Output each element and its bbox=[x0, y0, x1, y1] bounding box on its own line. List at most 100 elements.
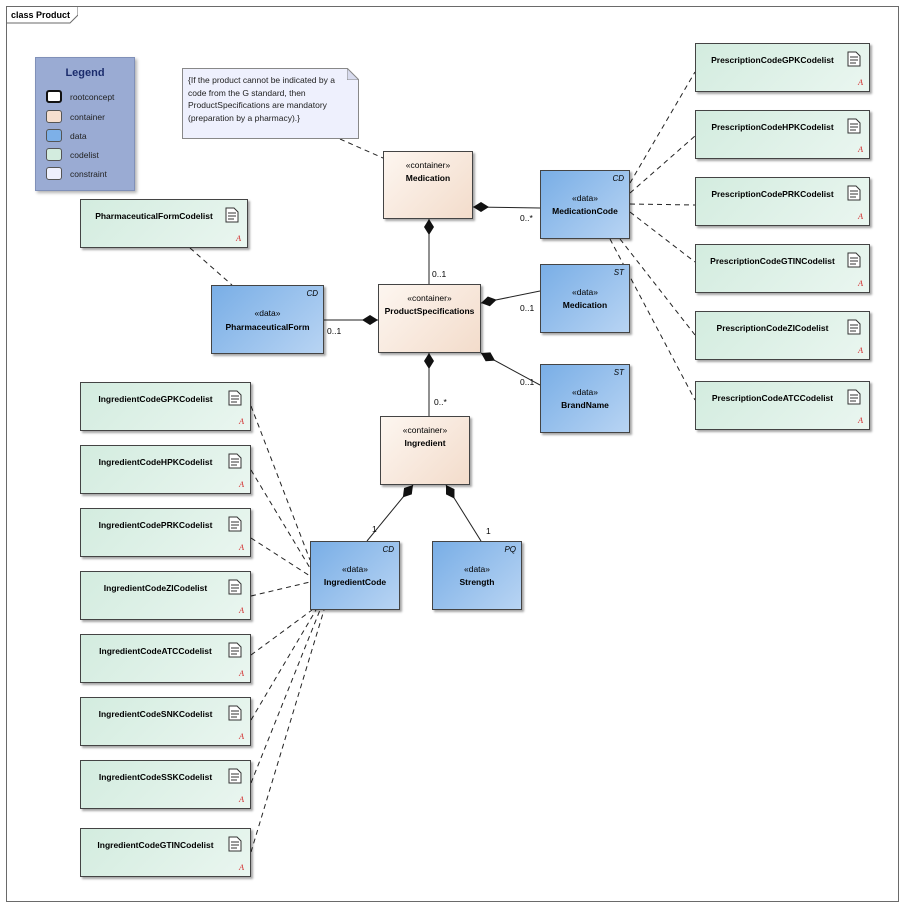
frame-tab bbox=[6, 6, 78, 24]
document-icon bbox=[225, 207, 239, 223]
document-icon bbox=[228, 836, 242, 852]
attribute-icon: A bbox=[858, 279, 863, 288]
document-icon bbox=[228, 642, 242, 658]
composition-diamond bbox=[473, 202, 489, 212]
codelist-name: IngredientCodeATCCodelist bbox=[99, 646, 212, 656]
datatype-label: PQ bbox=[504, 545, 516, 554]
codelist-name: PrescriptionCodeGTINCodelist bbox=[710, 256, 835, 266]
composition-diamond bbox=[424, 353, 434, 369]
class-name: Strength bbox=[459, 577, 495, 587]
stereotype-label: «container» bbox=[402, 425, 448, 435]
ingredient-codelist[interactable]: IngredientCodeZICodelist A bbox=[80, 571, 251, 620]
document-icon bbox=[847, 389, 861, 405]
composition-diamond bbox=[362, 315, 378, 325]
pharmaceutical-form-codelist[interactable]: PharmaceuticalFormCodelist A bbox=[80, 199, 248, 248]
ingredient-codelist[interactable]: IngredientCodePRKCodelist A bbox=[80, 508, 251, 557]
legend-swatch bbox=[46, 148, 62, 161]
stereotype-label: «data» bbox=[572, 387, 598, 397]
document-icon bbox=[228, 516, 242, 532]
product-specifications-container[interactable]: «container» ProductSpecifications bbox=[378, 284, 481, 353]
multiplicity-label: 1 bbox=[372, 524, 377, 534]
ingredient-container[interactable]: «container» Ingredient bbox=[380, 416, 470, 485]
frame-label: class Product bbox=[11, 10, 71, 20]
medication-code-data[interactable]: CD «data» MedicationCode bbox=[540, 170, 630, 239]
document-icon bbox=[847, 252, 861, 268]
attribute-icon: A bbox=[239, 417, 244, 426]
ingredient-codelist[interactable]: IngredientCodeGTINCodelist A bbox=[80, 828, 251, 877]
strength-data[interactable]: PQ «data» Strength bbox=[432, 541, 522, 610]
prescription-codelist[interactable]: PrescriptionCodeHPKCodelist A bbox=[695, 110, 870, 159]
stereotype-label: «data» bbox=[342, 564, 368, 574]
prescription-codelist[interactable]: PrescriptionCodeGPKCodelist A bbox=[695, 43, 870, 92]
legend-label: codelist bbox=[70, 150, 99, 160]
ingredient-codelist[interactable]: IngredientCodeHPKCodelist A bbox=[80, 445, 251, 494]
legend-label: container bbox=[70, 112, 105, 122]
attribute-icon: A bbox=[239, 543, 244, 552]
brand-name-data[interactable]: ST «data» BrandName bbox=[540, 364, 630, 433]
document-icon bbox=[228, 579, 242, 595]
ingredient-codelist[interactable]: IngredientCodeGPKCodelist A bbox=[80, 382, 251, 431]
composition-diamond bbox=[446, 485, 455, 499]
composition-diamond bbox=[424, 219, 434, 235]
codelist-dependency-line bbox=[250, 609, 325, 853]
ingredient-codelist[interactable]: IngredientCodeSNKCodelist A bbox=[80, 697, 251, 746]
class-name: Medication bbox=[562, 300, 608, 310]
stereotype-label: «data» bbox=[572, 287, 598, 297]
legend-label: constraint bbox=[70, 169, 107, 179]
datatype-label: ST bbox=[613, 268, 624, 277]
codelist-dependency-line bbox=[250, 609, 317, 721]
medication-data[interactable]: ST «data» Medication bbox=[540, 264, 630, 333]
constraint-note[interactable]: {If the product cannot be indicated by a… bbox=[182, 68, 359, 139]
composition-diamond bbox=[481, 296, 497, 307]
ingredient-codelist[interactable]: IngredientCodeATCCodelist A bbox=[80, 634, 251, 683]
attribute-icon: A bbox=[236, 234, 241, 243]
multiplicity-label: 0..1 bbox=[520, 303, 535, 313]
legend-label: data bbox=[70, 131, 87, 141]
multiplicity-label: 0..1 bbox=[327, 326, 342, 336]
attribute-icon: A bbox=[239, 795, 244, 804]
class-name: MedicationCode bbox=[552, 206, 618, 216]
codelist-dependency-line bbox=[250, 609, 321, 784]
document-icon bbox=[847, 185, 861, 201]
codelist-name: IngredientCodeGTINCodelist bbox=[97, 840, 214, 850]
codelist-dependency-line bbox=[250, 609, 313, 656]
prescription-codelist[interactable]: PrescriptionCodeGTINCodelist A bbox=[695, 244, 870, 293]
prescription-codelist[interactable]: PrescriptionCodeZICodelist A bbox=[695, 311, 870, 360]
codelist-name: IngredientCodePRKCodelist bbox=[98, 520, 213, 530]
medication-container[interactable]: «container» Medication bbox=[383, 151, 473, 219]
ingredient-codelist[interactable]: IngredientCodeSSKCodelist A bbox=[80, 760, 251, 809]
codelist-name: PrescriptionCodePRKCodelist bbox=[711, 189, 834, 199]
document-icon bbox=[228, 705, 242, 721]
codelist-dependency-line bbox=[250, 537, 311, 577]
document-icon bbox=[228, 768, 242, 784]
legend-label: rootconcept bbox=[70, 92, 115, 102]
legend-title: Legend bbox=[65, 67, 105, 79]
prescription-codelist[interactable]: PrescriptionCodePRKCodelist A bbox=[695, 177, 870, 226]
codelist-name: IngredientCodeGPKCodelist bbox=[98, 394, 213, 404]
codelist-dependency-line bbox=[619, 238, 696, 336]
document-icon bbox=[847, 118, 861, 134]
document-icon bbox=[228, 390, 242, 406]
codelist-name: PrescriptionCodeGPKCodelist bbox=[711, 55, 834, 65]
class-name: IngredientCode bbox=[323, 577, 387, 587]
attribute-icon: A bbox=[239, 669, 244, 678]
document-icon bbox=[847, 319, 861, 335]
class-name: ProductSpecifications bbox=[384, 306, 475, 316]
ingredient-code-data[interactable]: CD «data» IngredientCode bbox=[310, 541, 400, 610]
note-fold-corner bbox=[347, 68, 359, 80]
codelist-name: PrescriptionCodeHPKCodelist bbox=[711, 122, 834, 132]
attribute-icon: A bbox=[239, 732, 244, 741]
attribute-icon: A bbox=[239, 480, 244, 489]
composition-diamond bbox=[402, 485, 413, 498]
prescription-codelist[interactable]: PrescriptionCodeATCCodelist A bbox=[695, 381, 870, 430]
codelist-dependency-line bbox=[629, 71, 696, 184]
pharmaceutical-form-data[interactable]: CD «data» PharmaceuticalForm bbox=[211, 285, 324, 354]
class-name: PharmaceuticalForm bbox=[225, 322, 310, 332]
multiplicity-label: 0..* bbox=[434, 397, 447, 407]
datatype-label: CD bbox=[306, 289, 318, 298]
multiplicity-label: 1 bbox=[486, 526, 491, 536]
codelist-dependency-line bbox=[250, 405, 311, 561]
multiplicity-label: 0..1 bbox=[432, 269, 447, 279]
attribute-icon: A bbox=[858, 416, 863, 425]
document-icon bbox=[228, 453, 242, 469]
